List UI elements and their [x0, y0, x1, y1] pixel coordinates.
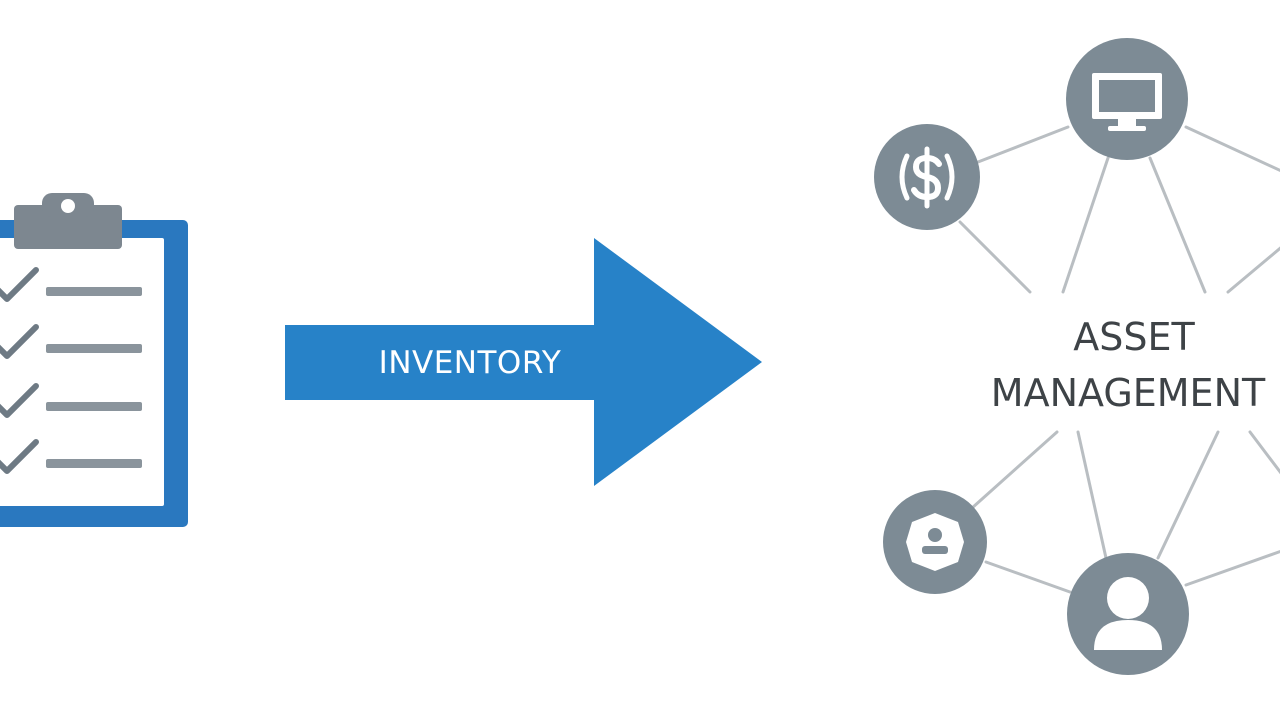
checklist-row [0, 267, 142, 302]
connector-line [1156, 430, 1220, 560]
connector-line [1076, 430, 1108, 560]
checklist-line [46, 344, 142, 353]
person-node [1067, 553, 1189, 675]
id-badge-icon [906, 513, 964, 571]
checkmark-icon [0, 324, 39, 359]
connector-line [958, 220, 1032, 294]
connector-line [1061, 156, 1110, 294]
clipboard-clip [14, 193, 122, 249]
person-icon [1094, 577, 1162, 650]
inventory-arrow: INVENTORY [285, 238, 762, 486]
connector-line [1226, 246, 1280, 294]
dollar-icon [899, 146, 955, 209]
connector-line [1148, 156, 1207, 294]
hub-label-line2: MANAGEMENT [991, 371, 1266, 415]
connector-line [1184, 125, 1280, 173]
monitor-icon [1092, 73, 1162, 131]
checklist-line [46, 459, 142, 468]
checklist-line [46, 287, 142, 296]
connector-line [976, 125, 1070, 164]
badge-node [883, 490, 987, 594]
connector-line [984, 560, 1072, 594]
arrow-label: INVENTORY [379, 345, 562, 381]
monitor-node [1066, 38, 1188, 160]
finance-node [874, 124, 980, 230]
checklist-row [0, 324, 142, 359]
hub-label: ASSET MANAGEMENT [991, 315, 1266, 415]
checklist-line [46, 402, 142, 411]
checkmark-icon [0, 267, 39, 302]
checkmark-icon [0, 439, 39, 474]
connector-line [1184, 549, 1280, 587]
checklist-row [0, 383, 142, 418]
connector-line [970, 430, 1059, 510]
hub-label-line1: ASSET [1073, 315, 1195, 359]
clipboard-paper [0, 238, 164, 506]
checkmark-icon [0, 383, 39, 418]
checklist-row [0, 439, 142, 474]
clipboard-checklist-icon [0, 193, 188, 527]
network-connectors [958, 125, 1280, 594]
arrow-shape [285, 238, 762, 486]
connector-line [1248, 430, 1280, 475]
asset-network: ASSET MANAGEMENT [874, 38, 1280, 675]
